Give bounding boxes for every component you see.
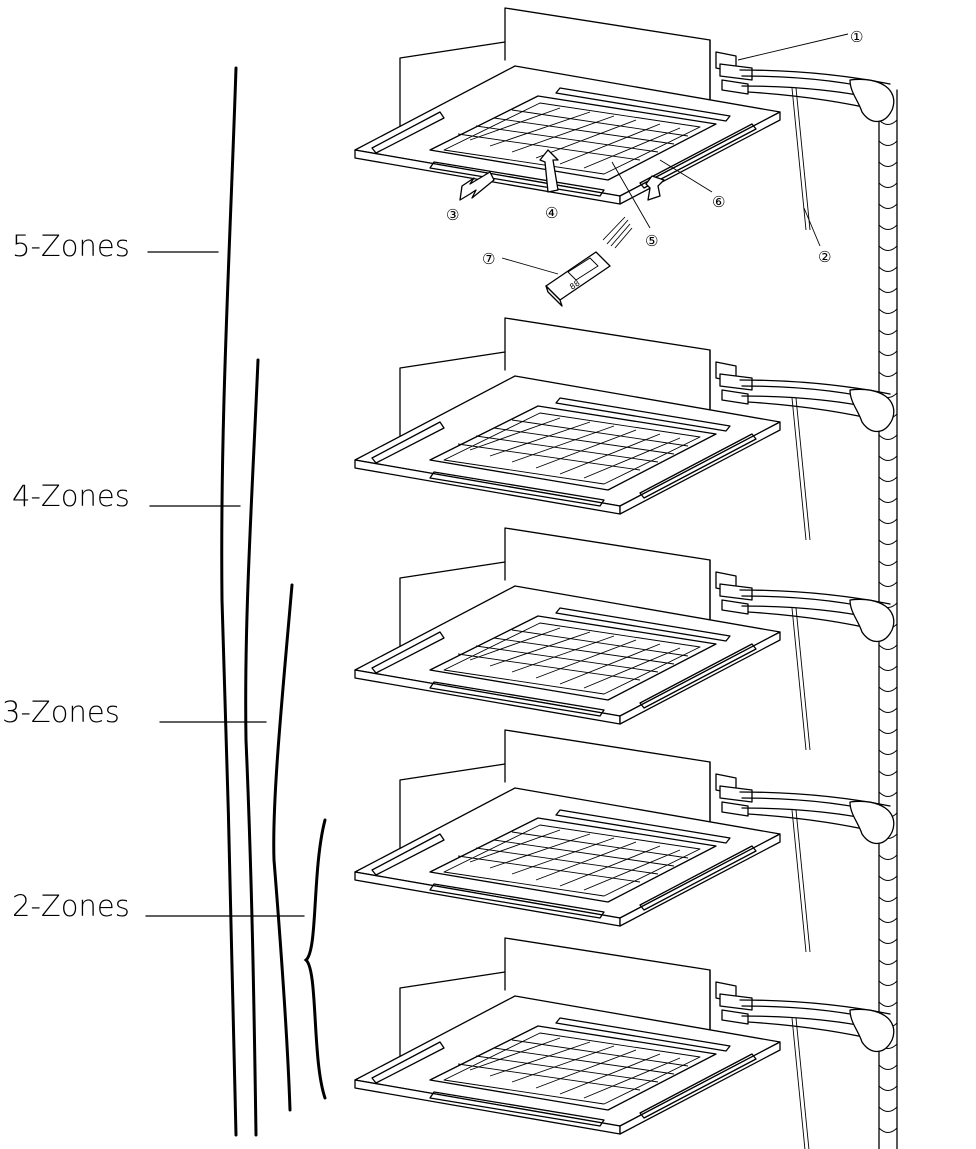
callout-4: ④ <box>545 204 558 222</box>
callout-5: ⑤ <box>611 161 658 250</box>
riser-corrugation <box>878 497 898 503</box>
riser-corrugation <box>878 245 898 251</box>
remote-control: 88 <box>545 216 633 307</box>
riser-corrugation <box>878 791 898 797</box>
indoor-unit-5 <box>354 937 895 1149</box>
riser-corrugation <box>878 959 898 965</box>
riser-corrugation <box>878 770 898 776</box>
svg-text:②: ② <box>818 248 831 266</box>
svg-text:⑤: ⑤ <box>645 232 658 250</box>
riser-corrugation <box>878 875 898 881</box>
riser-corrugation <box>878 350 898 356</box>
riser-corrugation <box>878 1001 898 1007</box>
riser-corrugation <box>878 182 898 188</box>
svg-text:⑦: ⑦ <box>482 250 495 268</box>
riser-corrugation <box>878 1085 898 1091</box>
riser-corrugation <box>878 749 898 755</box>
indoor-unit-4 <box>354 729 895 953</box>
riser-corrugation <box>878 203 898 209</box>
callout-3: ③ <box>446 206 459 224</box>
zone-label-4: 4-Zones <box>12 479 241 513</box>
riser-corrugation <box>878 518 898 524</box>
riser-corrugation <box>878 707 898 713</box>
indoor-unit-1 <box>354 7 895 231</box>
zone-brackets <box>220 66 327 1137</box>
svg-text:5-Zones: 5-Zones <box>12 229 130 263</box>
riser-corrugation <box>878 140 898 146</box>
riser-corrugation <box>878 581 898 587</box>
riser-corrugation <box>878 854 898 860</box>
riser-corrugation <box>878 665 898 671</box>
riser-corrugation <box>878 644 898 650</box>
zone-label-2: 2-Zones <box>12 889 305 923</box>
svg-text:2-Zones: 2-Zones <box>12 889 130 923</box>
riser-corrugation <box>878 224 898 230</box>
riser-corrugation <box>878 938 898 944</box>
svg-text:④: ④ <box>545 204 558 222</box>
callout-6: ⑥ <box>659 159 725 211</box>
riser-corrugation <box>878 896 898 902</box>
zone-label-3: 3-Zones <box>2 695 267 729</box>
svg-text:③: ③ <box>446 206 459 224</box>
riser-corrugation <box>878 539 898 545</box>
riser-corrugation <box>878 287 898 293</box>
riser-corrugation <box>878 161 898 167</box>
riser-corrugation <box>878 980 898 986</box>
riser-corrugation <box>878 434 898 440</box>
indoor-unit-2 <box>354 317 895 541</box>
riser-corrugation <box>878 728 898 734</box>
riser-corrugation <box>878 266 898 272</box>
riser-corrugation <box>878 1106 898 1112</box>
svg-text:3-Zones: 3-Zones <box>2 695 120 729</box>
riser-corrugation <box>878 1127 898 1133</box>
callout-1: ① <box>737 28 863 61</box>
indoor-unit-3 <box>354 527 895 751</box>
riser-corrugation <box>878 560 898 566</box>
airflow-arrows <box>459 149 665 201</box>
callout-7: ⑦ <box>482 250 559 275</box>
riser-corrugation <box>878 455 898 461</box>
riser-corrugation <box>878 1064 898 1070</box>
riser-corrugation <box>878 371 898 377</box>
riser-corrugation <box>878 308 898 314</box>
svg-text:4-Zones: 4-Zones <box>12 479 130 513</box>
riser-corrugation <box>878 476 898 482</box>
svg-text:⑥: ⑥ <box>712 193 725 211</box>
zone-label-5: 5-Zones <box>12 229 219 263</box>
riser-corrugation <box>878 329 898 335</box>
riser-corrugation <box>878 917 898 923</box>
callout-2: ② <box>803 207 831 266</box>
svg-text:①: ① <box>850 28 863 46</box>
riser-corrugation <box>878 686 898 692</box>
